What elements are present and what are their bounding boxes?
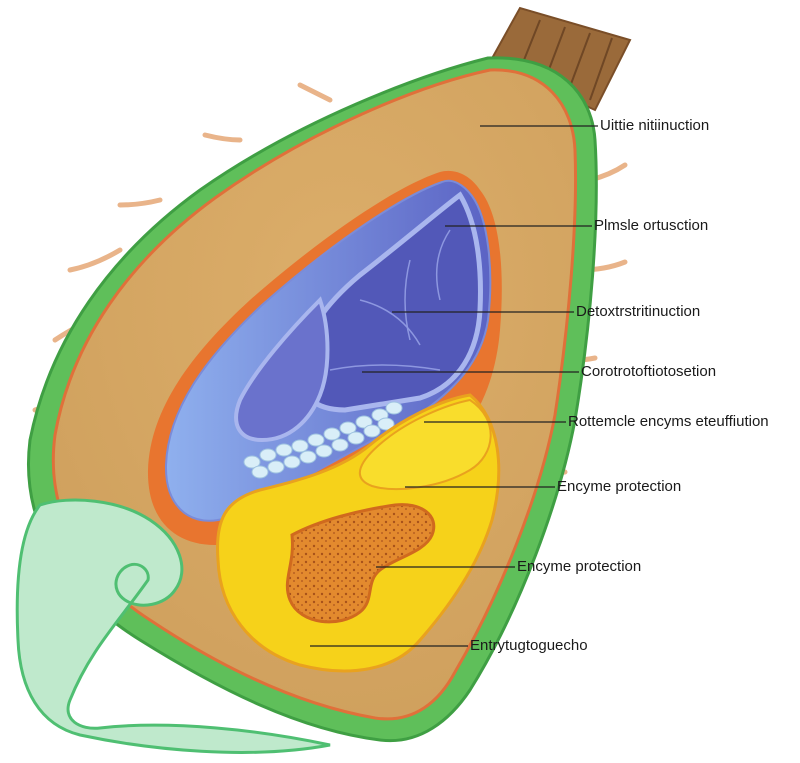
cell-cluster xyxy=(243,401,403,479)
label-2: Plmsle ortusction xyxy=(594,217,709,234)
label-8: Entrytugtoguecho xyxy=(470,637,588,654)
mid-blue-lobe xyxy=(234,296,330,443)
cotyledon-leaf xyxy=(15,498,331,754)
label-1: Uittie nitiinuction xyxy=(600,117,710,134)
label-5: Rottemcle encyms eteuffiution xyxy=(568,413,769,430)
label-7: Encyme protection xyxy=(517,558,642,575)
label-3: Detoxtrstritinuction xyxy=(576,303,701,320)
label-4: Corotrotoftiotosetion xyxy=(581,363,717,380)
leader-lines xyxy=(310,125,598,647)
label-6: Encyme protection xyxy=(557,478,682,495)
speckled-core xyxy=(285,503,436,624)
